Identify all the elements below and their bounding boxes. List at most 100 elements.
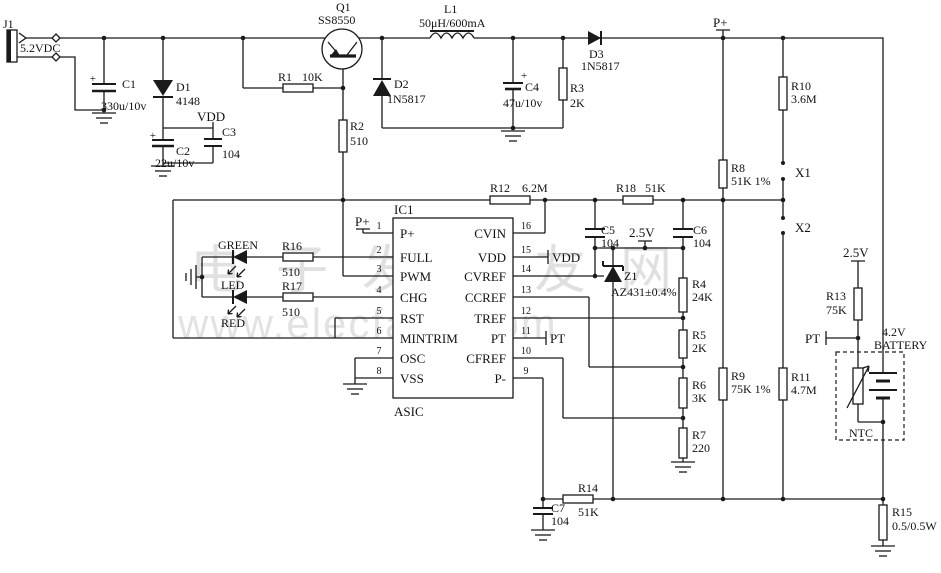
battery-ntc-block: 4.2V BATTERY NTC [835, 325, 928, 441]
resistor-r8: R8 51K 1% [718, 159, 771, 189]
ground-icon [870, 545, 896, 557]
resistor-r3: R3 2K [558, 67, 585, 110]
r11-label: R11 [791, 370, 811, 384]
ic-pin-pplus: P+ [400, 226, 415, 241]
vin-label: 5.2VDC [20, 41, 60, 55]
battery-voltage-label: 4.2V [882, 325, 906, 339]
ground-icon [91, 112, 117, 124]
ground-icon [342, 383, 368, 395]
capacitor-c4: + C4 47u/10v [500, 70, 542, 142]
pin-num-7: 7 [377, 346, 382, 357]
v25-right-label: 2.5V [843, 245, 869, 260]
r12-value: 6.2M [522, 181, 548, 195]
shunt-reference-z1: Z1 AZ431±0.4% [602, 261, 677, 299]
asic-label: ASIC [394, 404, 424, 419]
c1-plus: + [90, 73, 96, 85]
c1-label: C1 [122, 77, 136, 91]
red-led-icon [233, 290, 247, 304]
l1-value: 50μH/600mA [419, 16, 486, 30]
ic-pin-cvref: CVREF [464, 269, 506, 284]
r16-value: 510 [282, 265, 300, 279]
pin-num-3: 3 [377, 264, 382, 275]
pin-num-9: 9 [524, 366, 529, 377]
ntc-label: NTC [849, 426, 873, 440]
ground-icon [670, 461, 696, 473]
r2-value: 510 [350, 134, 368, 148]
battery-block-outline [835, 351, 905, 441]
dc-jack-j1: J1 5.2VDC [3, 17, 61, 63]
pin-num-14: 14 [521, 264, 531, 275]
r18-value: 51K [645, 181, 666, 195]
r15-label: R15 [892, 505, 912, 519]
resistor-r14: R14 51K [562, 481, 599, 519]
r13-value: 75K [826, 303, 847, 317]
pnp-arrow-icon [331, 49, 340, 56]
r4-label: R4 [692, 277, 706, 291]
z1-value: AZ431±0.4% [611, 285, 677, 299]
c7-label: C7 [551, 501, 565, 515]
c3-value: 104 [222, 147, 240, 161]
r13-label: R13 [826, 289, 846, 303]
green-led-icon [233, 250, 247, 264]
resistor-r2: R2 510 [338, 119, 368, 153]
p-plus-pin-label: P+ [355, 214, 370, 229]
jack-bar-icon [7, 30, 11, 62]
r10-label: R10 [791, 79, 811, 93]
capacitor-c3: C3 104 [204, 125, 240, 161]
junction-dots [101, 35, 886, 502]
c5-label: C5 [601, 223, 615, 237]
battery-icon [869, 372, 897, 400]
j1-label: J1 [3, 17, 14, 31]
resistor-r17 [282, 292, 314, 302]
resistor-r4: R4 24K [678, 277, 713, 313]
pin-num-16: 16 [521, 221, 531, 232]
r7-label: R7 [692, 428, 706, 442]
c6-label: C6 [693, 223, 707, 237]
c2-value: 22u/10v [155, 156, 194, 170]
r11-value: 4.7M [791, 383, 817, 397]
d3-value: 1N5817 [581, 59, 620, 73]
c6-value: 104 [693, 236, 711, 250]
ic-pin-rst: RST [400, 311, 424, 326]
ic-pin-mintrim: MINTRIM [400, 331, 458, 346]
r6-label: R6 [692, 378, 706, 392]
capacitor-c1: + C1 330u/10v [90, 73, 146, 124]
r1-value: 10K [302, 70, 323, 84]
vdd-top-label: VDD [197, 109, 225, 124]
ic-pin-cvin: CVIN [474, 226, 506, 241]
capacitor-c2: + C2 22u/10v [150, 130, 194, 177]
resistor-r9: R9 75K 1% [718, 367, 771, 401]
d1-value: 4148 [176, 94, 200, 108]
c2-label: C2 [176, 144, 190, 158]
ic-pin-chg: CHG [400, 290, 427, 305]
jumper-x1: X1 [781, 161, 811, 181]
ntc-thermistor: NTC [846, 365, 873, 440]
r3-label: R3 [570, 81, 584, 95]
resistor-r1: R1 10K [278, 70, 323, 93]
c2-plus: + [150, 130, 156, 142]
jack-tip-icon [18, 32, 28, 44]
ic-pin-tref: TREF [474, 311, 506, 326]
r9-label: R9 [731, 369, 745, 383]
resistor-r5: R5 2K [678, 328, 707, 359]
c4-label: C4 [525, 80, 539, 94]
r6-value: 3K [692, 391, 707, 405]
c3-label: C3 [222, 125, 236, 139]
capacitor-c6: C6 104 [673, 223, 711, 250]
ic-pin-ccref: CCREF [465, 290, 506, 305]
x2-label: X2 [795, 220, 811, 235]
q1-value: SS8550 [318, 13, 355, 27]
r1-label: R1 [278, 70, 292, 84]
r5-label: R5 [692, 328, 706, 342]
d2-label: D2 [394, 77, 409, 91]
r18-label: R18 [616, 181, 636, 195]
d1-label: D1 [176, 80, 191, 94]
ic-pin-pminus: P- [494, 371, 506, 386]
r7-value: 220 [692, 441, 710, 455]
ic-pin-vss: VSS [400, 371, 424, 386]
d2-value: 1N5817 [387, 92, 426, 106]
pin-num-11: 11 [521, 326, 531, 337]
c5-value: 104 [601, 236, 619, 250]
c7-value: 104 [551, 514, 569, 528]
